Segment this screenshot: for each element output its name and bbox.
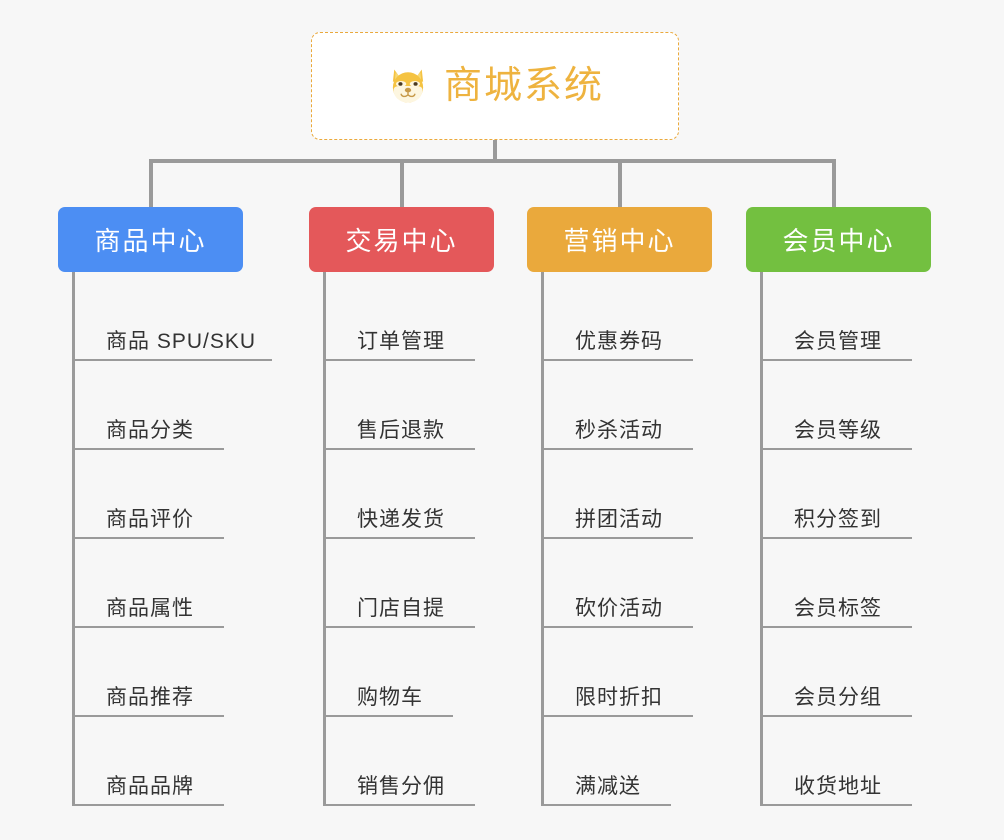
- connector-spine: [760, 272, 763, 806]
- connector-drop-trade: [400, 159, 404, 209]
- leaf-item[interactable]: 限时折扣: [541, 628, 712, 717]
- leaf-item-label: 购物车: [323, 686, 453, 717]
- leaf-list-marketing-center: 优惠券码秒杀活动拼团活动砍价活动限时折扣满减送: [541, 272, 712, 806]
- leaf-item-label: 快递发货: [323, 508, 475, 539]
- leaf-item[interactable]: 商品推荐: [72, 628, 243, 717]
- leaf-list-member-center: 会员管理会员等级积分签到会员标签会员分组收货地址: [760, 272, 931, 806]
- shiba-dog-face-icon: [386, 64, 430, 108]
- leaf-item[interactable]: 快递发货: [323, 450, 494, 539]
- leaf-item-label: 商品属性: [72, 597, 224, 628]
- leaf-item-label: 满减送: [541, 775, 671, 806]
- leaf-item[interactable]: 订单管理: [323, 272, 494, 361]
- leaf-item[interactable]: 会员管理: [760, 272, 931, 361]
- category-box-marketing-center[interactable]: 营销中心: [527, 207, 712, 272]
- leaf-item[interactable]: 购物车: [323, 628, 494, 717]
- leaf-item[interactable]: 会员分组: [760, 628, 931, 717]
- leaf-item[interactable]: 满减送: [541, 717, 712, 806]
- leaf-item[interactable]: 商品属性: [72, 539, 243, 628]
- leaf-item-label: 秒杀活动: [541, 419, 693, 450]
- leaf-item[interactable]: 砍价活动: [541, 539, 712, 628]
- connector-drop-member: [832, 159, 836, 209]
- leaf-item[interactable]: 拼团活动: [541, 450, 712, 539]
- leaf-item[interactable]: 销售分佣: [323, 717, 494, 806]
- leaf-item-label: 会员等级: [760, 419, 912, 450]
- category-label: 营销中心: [563, 226, 676, 256]
- category-label: 交易中心: [345, 226, 458, 256]
- leaf-item-label: 商品 SPU/SKU: [72, 330, 273, 361]
- leaf-item[interactable]: 会员等级: [760, 361, 931, 450]
- connector-drop-product: [149, 159, 153, 209]
- leaf-item[interactable]: 秒杀活动: [541, 361, 712, 450]
- leaf-item-label: 砍价活动: [541, 597, 693, 628]
- leaf-item[interactable]: 商品评价: [72, 450, 243, 539]
- leaf-item[interactable]: 商品品牌: [72, 717, 243, 806]
- leaf-item-label: 会员标签: [760, 597, 912, 628]
- category-column-marketing-center: 营销中心优惠券码秒杀活动拼团活动砍价活动限时折扣满减送: [527, 207, 712, 806]
- leaf-item[interactable]: 会员标签: [760, 539, 931, 628]
- leaf-item[interactable]: 门店自提: [323, 539, 494, 628]
- leaf-item-label: 售后退款: [323, 419, 475, 450]
- leaf-item-label: 会员分组: [760, 686, 912, 717]
- leaf-item-label: 收货地址: [760, 775, 912, 806]
- category-box-product-center[interactable]: 商品中心: [58, 207, 243, 272]
- connector-spine: [541, 272, 544, 806]
- leaf-list-product-center: 商品 SPU/SKU 商品分类商品评价商品属性商品推荐商品品牌: [72, 272, 273, 806]
- root-title: 商城系统: [443, 65, 604, 107]
- category-column-product-center: 商品中心商品 SPU/SKU 商品分类商品评价商品属性商品推荐商品品牌: [58, 207, 273, 806]
- connector-horizontal-bus: [149, 159, 835, 163]
- leaf-item-label: 订单管理: [323, 330, 475, 361]
- leaf-item-label: 门店自提: [323, 597, 475, 628]
- leaf-item[interactable]: 积分签到: [760, 450, 931, 539]
- leaf-item-label: 商品分类: [72, 419, 224, 450]
- leaf-item[interactable]: 商品分类: [72, 361, 243, 450]
- leaf-item[interactable]: 售后退款: [323, 361, 494, 450]
- category-column-trade-center: 交易中心订单管理售后退款快递发货门店自提购物车销售分佣: [309, 207, 494, 806]
- connector-spine: [72, 272, 75, 806]
- leaf-item[interactable]: 收货地址: [760, 717, 931, 806]
- connector-drop-marketing: [618, 159, 622, 209]
- leaf-item-label: 积分签到: [760, 508, 912, 539]
- leaf-item[interactable]: 优惠券码: [541, 272, 712, 361]
- leaf-item-label: 限时折扣: [541, 686, 693, 717]
- connector-root-stem: [493, 140, 497, 162]
- category-box-trade-center[interactable]: 交易中心: [309, 207, 494, 272]
- connector-spine: [323, 272, 326, 806]
- category-box-member-center[interactable]: 会员中心: [746, 207, 931, 272]
- leaf-item-label: 商品评价: [72, 508, 224, 539]
- leaf-list-trade-center: 订单管理售后退款快递发货门店自提购物车销售分佣: [323, 272, 494, 806]
- category-label: 商品中心: [94, 226, 207, 256]
- leaf-item-label: 商品推荐: [72, 686, 224, 717]
- root-node[interactable]: 商城系统: [311, 32, 679, 140]
- leaf-item-label: 拼团活动: [541, 508, 693, 539]
- leaf-item-label: 会员管理: [760, 330, 912, 361]
- leaf-item-label: 销售分佣: [323, 775, 475, 806]
- leaf-item-label: 商品品牌: [72, 775, 224, 806]
- leaf-item-label: 优惠券码: [541, 330, 693, 361]
- category-column-member-center: 会员中心会员管理会员等级积分签到会员标签会员分组收货地址: [746, 207, 931, 806]
- leaf-item[interactable]: 商品 SPU/SKU: [72, 272, 273, 361]
- category-label: 会员中心: [782, 226, 895, 256]
